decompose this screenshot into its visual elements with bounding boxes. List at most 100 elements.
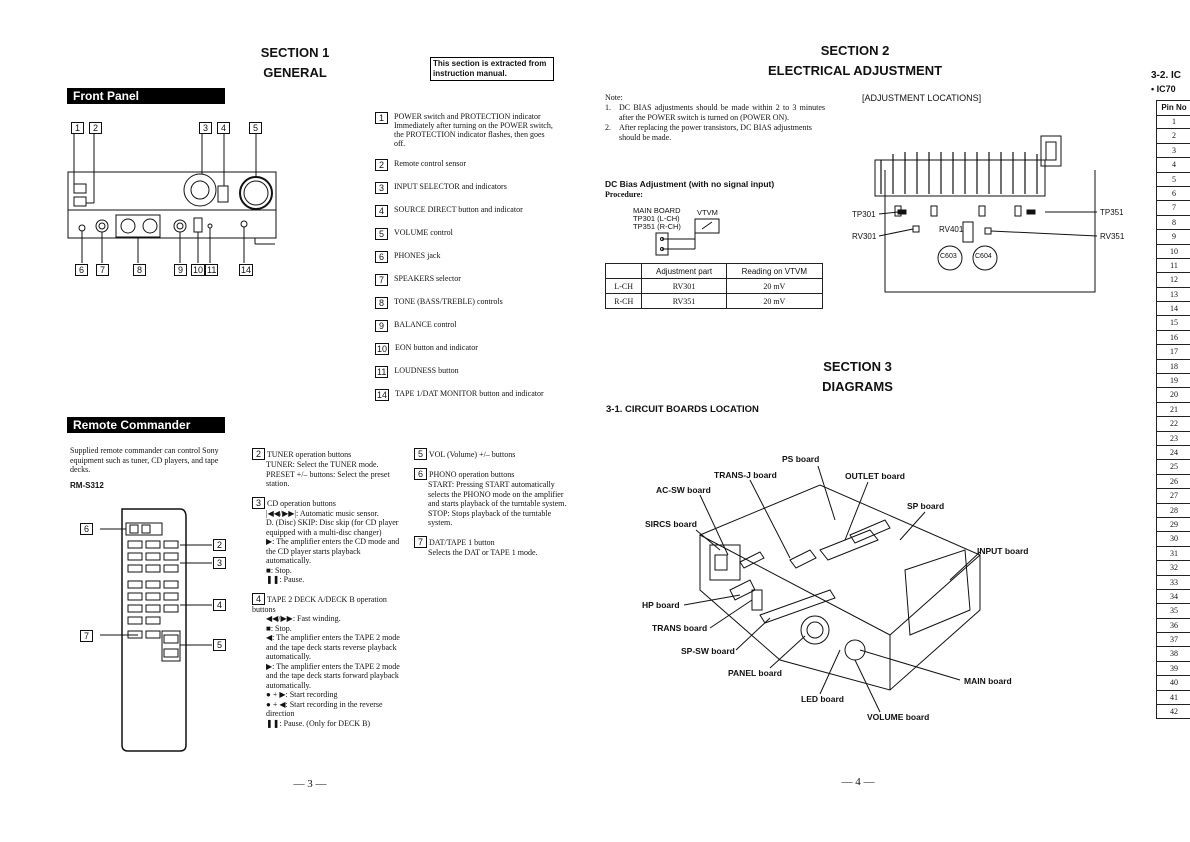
fp-item: 2 Remote control sensor: [375, 159, 555, 171]
callout-bottom-10: 10: [191, 264, 206, 276]
fp-num: 11: [375, 366, 389, 378]
ic-heading: 3-2. IC: [1151, 70, 1182, 81]
pin-row: 40: [1157, 676, 1190, 691]
pin-row: 31: [1157, 547, 1190, 562]
pin-row: 19: [1157, 374, 1190, 389]
pin-row: 39: [1157, 662, 1190, 677]
rc-num: 6: [414, 468, 427, 480]
callout-bottom-8: 8: [133, 264, 146, 276]
pin-row: 2: [1157, 129, 1190, 144]
pin-row: 13: [1157, 288, 1190, 303]
fp-num: 5: [375, 228, 388, 240]
remote-col1: 2 TUNER operation buttons TUNER: Select …: [252, 448, 402, 736]
label-c603: C603: [940, 253, 957, 260]
rc-line: START: Pressing START automatically sele…: [428, 480, 567, 508]
rc-line: PHONO operation buttons: [429, 470, 515, 479]
front-panel-diagram: [67, 134, 277, 263]
rc-line: STOP: Stops playback of the turntable sy…: [428, 508, 552, 528]
rc-line: ▶: The amplifier enters the CD mode and …: [266, 537, 400, 565]
pin-header: Pin No: [1156, 100, 1190, 116]
remote-callout-2: 2: [213, 539, 226, 551]
board-label: TRANS board: [652, 623, 708, 633]
remote-callout-7: 7: [80, 630, 93, 642]
fp-num: 2: [375, 159, 388, 171]
board-label: PS board: [782, 454, 820, 464]
fp-text: SPEAKERS selector: [394, 274, 461, 283]
fp-num: 4: [375, 205, 388, 217]
section2-title: ELECTRICAL ADJUSTMENT: [767, 63, 943, 78]
callout-bottom-11: 11: [205, 264, 219, 276]
fp-text: POWER switch and PROTECTION indicator: [394, 112, 541, 121]
label-tp351: TP351: [1100, 208, 1124, 217]
board-label: VOLUME board: [867, 712, 930, 722]
pin-row: 29: [1157, 518, 1190, 533]
fp-num: 3: [375, 182, 388, 194]
pin-row: 26: [1157, 475, 1190, 490]
pin-row: 17: [1157, 345, 1190, 360]
notes-block: Note: 1.DC BIAS adjustments should be ma…: [605, 93, 825, 143]
pin-row: 27: [1157, 489, 1190, 504]
fp-text: Remote control sensor: [394, 159, 466, 168]
callout-bottom-7: 7: [96, 264, 109, 276]
ic-subheading: • IC70: [1151, 84, 1176, 94]
pin-row: 21: [1157, 403, 1190, 418]
fp-num: 10: [375, 343, 390, 355]
board-label: MAIN board: [964, 676, 1012, 686]
pin-row: 33: [1157, 576, 1190, 590]
remote-col2: 5 VOL (Volume) +/– buttons 6 PHONO opera…: [414, 448, 570, 565]
remote-intro: Supplied remote commander can control So…: [70, 446, 219, 474]
callout-bottom-6: 6: [75, 264, 88, 276]
pin-row: 28: [1157, 504, 1190, 518]
fp-num: 9: [375, 320, 388, 332]
remote-block-tuner: 2 TUNER operation buttons TUNER: Select …: [252, 448, 402, 489]
callout-top-1: 1: [71, 122, 84, 134]
fp-text: TAPE 1/DAT MONITOR button and indicator: [395, 389, 544, 398]
rc-line: TUNER: Select the TUNER mode.: [266, 460, 379, 469]
note-label: Note:: [605, 93, 623, 102]
rc-line: Selects the DAT or TAPE 1 mode.: [428, 547, 538, 557]
label-c604: C604: [975, 253, 992, 260]
pin-row: 11: [1157, 259, 1190, 274]
section3-number: SECTION 3: [823, 359, 892, 374]
label-rv401: RV401: [939, 225, 964, 234]
table-header: Adjustment part: [641, 263, 727, 279]
dc-bias-heading: DC Bias Adjustment (with no signal input…: [605, 179, 775, 189]
table-row: L-CH RV301 20 mV: [604, 278, 824, 294]
table-cell: RV351: [641, 293, 727, 309]
pin-row: 12: [1157, 273, 1190, 288]
rc-line: ■: Stop.: [266, 623, 292, 633]
label-tp301: TP301: [852, 210, 876, 219]
pin-row: 1: [1157, 115, 1190, 130]
section1-number: SECTION 1: [260, 45, 330, 60]
fp-text: BALANCE control: [394, 320, 457, 329]
pin-row: 38: [1157, 647, 1190, 662]
fp-num: 7: [375, 274, 388, 286]
remote-callout-3: 3: [213, 557, 226, 569]
remote-block-vol: 5 VOL (Volume) +/– buttons: [414, 448, 570, 460]
label-rv301: RV301: [852, 232, 877, 241]
pin-row: 37: [1157, 633, 1190, 648]
rc-num: 5: [414, 448, 427, 460]
circuit-boards-heading: 3-1. CIRCUIT BOARDS LOCATION: [606, 404, 759, 415]
section2-number: SECTION 2: [820, 43, 890, 58]
pin-row: 42: [1157, 705, 1190, 720]
fp-text: SOURCE DIRECT button and indicator: [394, 205, 523, 214]
note-item: 2.After replacing the power transistors,…: [605, 123, 825, 143]
fp-item: 7 SPEAKERS selector: [375, 274, 555, 286]
rc-num: 7: [414, 535, 427, 548]
pin-row: 16: [1157, 331, 1190, 346]
pin-row: 9: [1157, 230, 1190, 245]
page-number-right: — 4 —: [841, 776, 875, 788]
fp-num: 1: [375, 112, 388, 124]
table-cell: L-CH: [604, 278, 643, 294]
rc-line: VOL (Volume) +/– buttons: [428, 450, 516, 459]
fp-num: 14: [375, 389, 390, 401]
rc-line: DAT/TAPE 1 button: [429, 537, 495, 547]
pin-row: 30: [1157, 532, 1190, 547]
